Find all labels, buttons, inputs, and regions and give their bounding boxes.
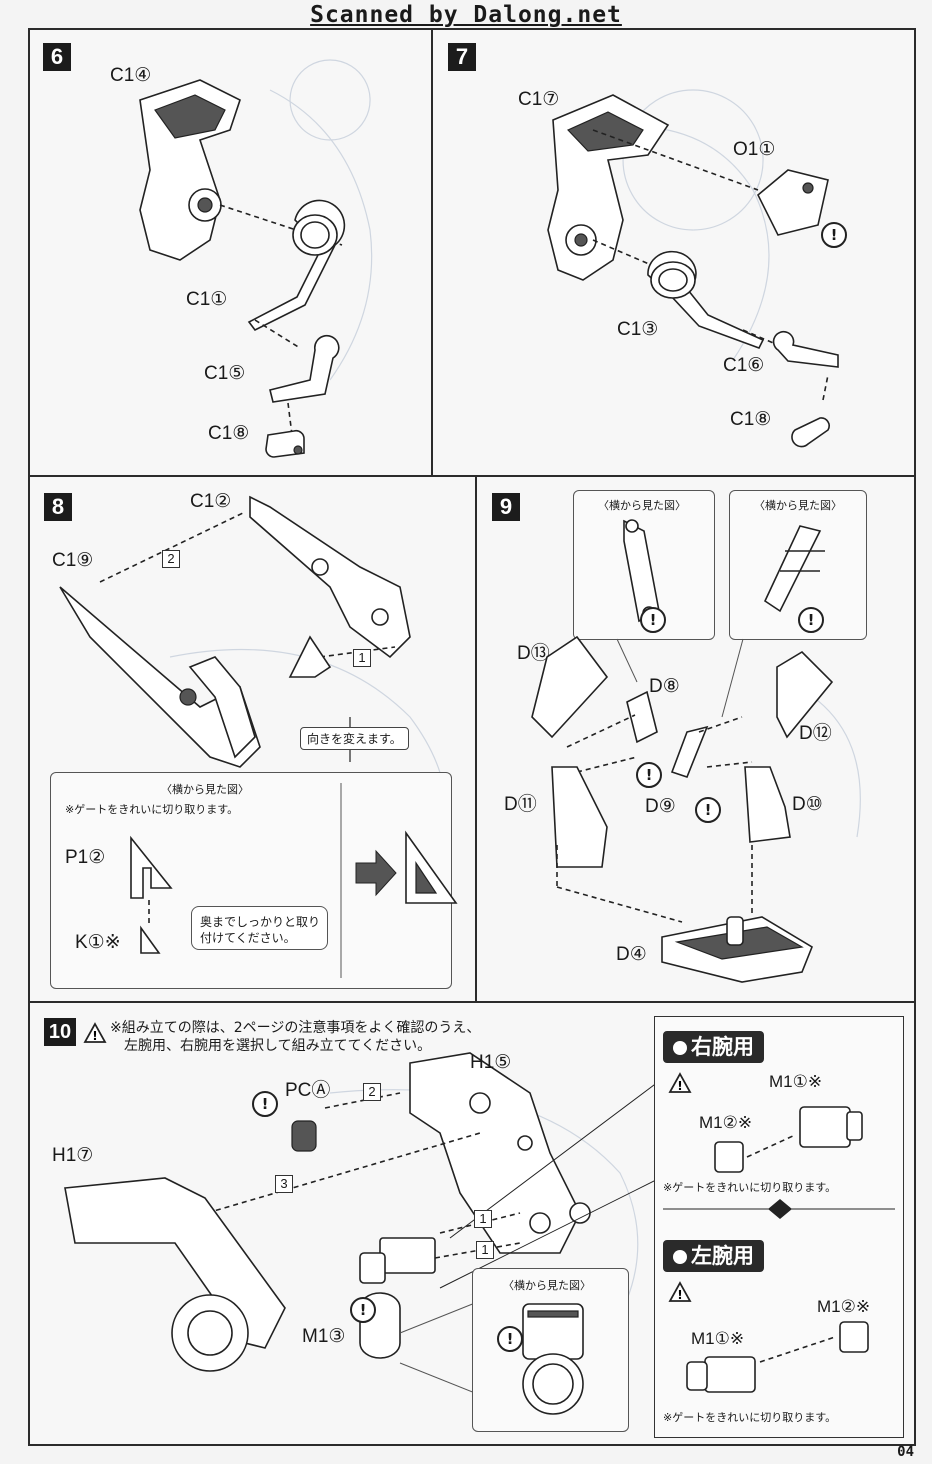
side-view-title: 〈横から見た図〉: [503, 1279, 591, 1292]
label-k-1: K①※: [75, 932, 121, 953]
gate-note: ※ゲートをきれいに切り取ります。: [65, 803, 239, 816]
label-c1-7: C1⑦: [518, 89, 560, 110]
step-6-panel: 6 C1④ C1① C1⑤ C1⑧: [28, 28, 433, 477]
label-c1-4: C1④: [110, 65, 152, 86]
step-10-panel: 10 ! ※組み立ての際は、2ページの注意事項をよく確認のうえ、 左腕用、右腕用…: [28, 1001, 916, 1446]
label-c1-5: C1⑤: [204, 363, 246, 384]
step-9-number: 9: [492, 493, 520, 521]
press-note-line-1: 奥までしっかりと取り: [200, 915, 321, 929]
step-7-illustration: [547, 89, 839, 448]
caution-triangle-icon: !: [83, 1022, 107, 1043]
label-h1-7: H1⑦: [52, 1145, 94, 1166]
label-d-11: D⑪: [504, 794, 537, 815]
label-d-4: D④: [616, 944, 647, 965]
caution-triangle-icon: !: [668, 1281, 692, 1302]
warning-circle-icon: !: [695, 797, 721, 823]
side-view-b-illustration: [763, 525, 825, 613]
label-c1-2: C1②: [190, 491, 232, 512]
step-9-panel: 9 〈横から見た図〉 ! 〈横から見た図〉 !: [475, 475, 916, 1003]
bullet-icon: [673, 1041, 687, 1055]
label-d-13: D⑬: [517, 643, 550, 664]
label-m1-1-right: M1①※: [769, 1072, 823, 1091]
gate-note-right: ※ゲートをきれいに切り取ります。: [663, 1181, 837, 1194]
order-marker-1b: 1: [476, 1241, 494, 1259]
warning-circle-icon: !: [640, 607, 666, 633]
bullet-icon: [673, 1250, 687, 1264]
arm-options-box: 右腕用 ! M1①※ M1②※ ※ゲートをきれいに切り取ります。 左腕用 ! M…: [654, 1016, 904, 1438]
step-10-number: 10: [44, 1018, 76, 1046]
caution-triangle-icon: !: [668, 1072, 692, 1093]
left-arm-banner: 左腕用: [663, 1240, 764, 1272]
gate-note-left: ※ゲートをきれいに切り取ります。: [663, 1411, 837, 1424]
label-m1-1-left: M1①※: [691, 1329, 745, 1348]
caution-line-1: ※組み立ての際は、2ページの注意事項をよく確認のうえ、: [110, 1020, 481, 1036]
order-marker-1: 1: [353, 649, 371, 667]
svg-text:!: !: [677, 1079, 682, 1093]
label-c1-8: C1⑧: [208, 423, 250, 444]
svg-text:!: !: [92, 1029, 97, 1043]
label-c1-3: C1③: [617, 319, 659, 340]
turn-direction-note: 向きを変えます。: [300, 727, 409, 750]
warning-circle-icon: !: [636, 762, 662, 788]
step-10-illustration: [64, 1052, 671, 1404]
press-note-line-2: 付けてください。: [200, 931, 296, 945]
label-o1-1: O1①: [733, 139, 776, 160]
label-c1-6: C1⑥: [723, 355, 765, 376]
step-6-illustration: [139, 59, 373, 458]
label-h1-5: H1⑤: [470, 1052, 512, 1073]
press-note-box: 奥までしっかりと取り 付けてください。: [191, 906, 328, 950]
label-m1-2-right: M1②※: [699, 1113, 753, 1132]
side-view-illustration: [130, 783, 458, 978]
step-6-number: 6: [43, 43, 71, 71]
left-arm-illustration: [686, 1321, 869, 1393]
scan-credit: Scanned by Dalong.net: [310, 2, 622, 28]
step-8-illustration: [59, 495, 447, 868]
step-8-number: 8: [44, 493, 72, 521]
side-view-title-a: 〈横から見た図〉: [598, 499, 686, 512]
step-9-illustration: [531, 635, 861, 983]
warning-circle-icon: !: [821, 222, 847, 248]
label-p1-2: P1②: [65, 847, 106, 868]
svg-text:!: !: [677, 1288, 682, 1302]
arrow-right-icon: [355, 849, 397, 897]
step-8-side-view-box: 〈横から見た図〉 ※ゲートをきれいに切り取ります。 P1② K①※ 奥までしっか…: [50, 772, 458, 989]
right-arm-illustration: [663, 1106, 895, 1219]
order-marker-2: 2: [363, 1083, 381, 1101]
warning-circle-icon: !: [497, 1326, 523, 1352]
label-m1-2-left: M1②※: [817, 1297, 871, 1316]
right-arm-banner: 右腕用: [663, 1031, 764, 1063]
side-view-title: 〈横から見た図〉: [161, 783, 249, 796]
step-7-number: 7: [448, 43, 476, 71]
label-c1-8: C1⑧: [730, 409, 772, 430]
side-view-box-a: 〈横から見た図〉 !: [573, 490, 715, 640]
step-7-panel: 7 C1⑦ O1① ! C1③ C1⑥ C1⑧: [431, 28, 916, 477]
warning-circle-icon: !: [350, 1297, 376, 1323]
side-view-box-b: 〈横から見た図〉 !: [729, 490, 867, 640]
label-c1-9: C1⑨: [52, 550, 94, 571]
label-d-8: D⑧: [649, 676, 680, 697]
caution-line-2: 左腕用、右腕用を選択して組み立ててください。: [124, 1038, 432, 1054]
order-marker-3: 3: [275, 1175, 293, 1193]
label-m1-3: M1③: [302, 1326, 346, 1347]
step-10-side-view-box: 〈横から見た図〉 !: [472, 1268, 629, 1432]
label-d-12: D⑫: [799, 723, 832, 744]
label-c1-1: C1①: [186, 289, 228, 310]
warning-circle-icon: !: [252, 1091, 278, 1117]
warning-circle-icon: !: [798, 607, 824, 633]
side-view-illustration: [522, 1303, 584, 1415]
side-view-title-b: 〈横から見た図〉: [754, 499, 842, 512]
label-d-10: D⑩: [792, 794, 823, 815]
label-d-9: D⑨: [645, 796, 676, 817]
order-marker-2: 2: [162, 550, 180, 568]
step-8-panel: 8 C1② C1⑨ 2 1 向きを変えます。 〈横から見た図〉 ※ゲートをきれい…: [28, 475, 477, 1003]
page-number: 04: [897, 1444, 914, 1460]
order-marker-1a: 1: [474, 1210, 492, 1228]
swap-icon: [768, 1199, 792, 1219]
label-pc-a: PCⒶ: [285, 1080, 331, 1101]
